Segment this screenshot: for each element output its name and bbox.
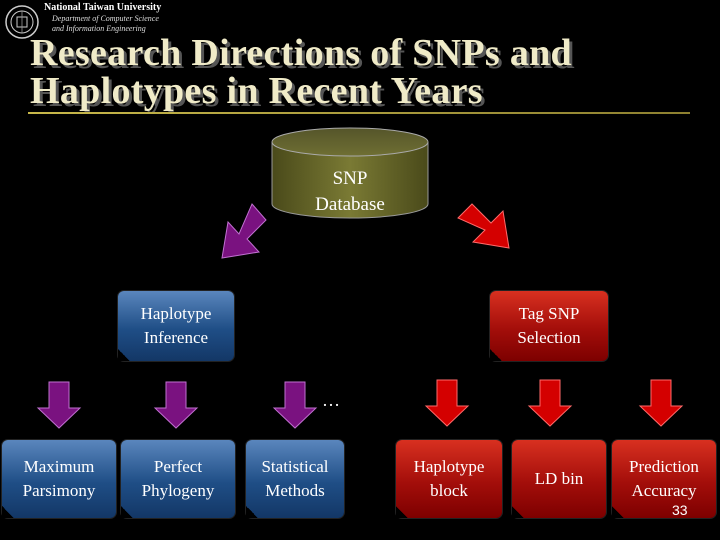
slide-title-line-2: Haplotypes in Recent Years [30, 70, 483, 112]
department-line-2: and Information Engineering [52, 24, 146, 33]
box-corner-fold [490, 349, 502, 361]
arrow-to-statistical-methods [272, 381, 318, 429]
statistical-methods-box: Statistical Methods [246, 440, 344, 518]
tag-snp-selection-line-1: Tag SNP [518, 304, 580, 323]
haplotype-block-line-2: block [430, 481, 468, 500]
haplotype-inference-box: Haplotype Inference [118, 291, 234, 361]
arrow-db-to-tag-snp-selection [457, 203, 510, 249]
snp-database-label-line-2: Database [315, 194, 385, 215]
title-underline [28, 112, 690, 114]
perfect-phylogeny-box: Perfect Phylogeny [121, 440, 235, 518]
box-corner-fold [121, 506, 133, 518]
box-corner-fold [512, 506, 524, 518]
ld-bin-box: LD bin [512, 440, 606, 518]
prediction-accuracy-box: Prediction Accuracy [612, 440, 716, 518]
box-corner-fold [396, 506, 408, 518]
arrow-to-ld-bin [527, 379, 573, 427]
page-number: 33 [672, 502, 688, 518]
tag-snp-selection-box: Tag SNP Selection [490, 291, 608, 361]
arrow-to-perfect-phylogeny [153, 381, 199, 429]
university-seal-icon [5, 5, 39, 39]
arrow-to-prediction-accuracy [638, 379, 684, 427]
ellipsis: … [322, 390, 340, 410]
haplotype-inference-line-1: Haplotype [140, 304, 212, 323]
box-corner-fold [2, 506, 14, 518]
haplotype-block-line-1: Haplotype [413, 457, 485, 476]
university-name: National Taiwan University [44, 2, 162, 13]
tag-snp-selection-line-2: Selection [517, 328, 581, 347]
prediction-accuracy-line-2: Accuracy [631, 481, 697, 500]
arrow-to-haplotype-block [424, 379, 470, 427]
ld-bin-line-1: LD bin [534, 469, 584, 488]
maximum-parsimony-box: Maximum Parsimony [2, 440, 116, 518]
arrow-to-maximum-parsimony [36, 381, 82, 429]
perfect-phylogeny-line-1: Perfect [153, 457, 203, 476]
haplotype-inference-line-2: Inference [143, 328, 209, 347]
maximum-parsimony-line-2: Parsimony [22, 481, 96, 500]
haplotype-block-box: Haplotype block [396, 440, 502, 518]
box-corner-fold [118, 349, 130, 361]
slide-title-line-1: Research Directions of SNPs and [30, 32, 572, 74]
box-corner-fold [612, 506, 624, 518]
arrow-db-to-haplotype-inference [221, 203, 267, 259]
statistical-methods-line-2: Methods [265, 481, 325, 500]
box-corner-fold [246, 506, 258, 518]
statistical-methods-line-1: Statistical [261, 457, 329, 476]
perfect-phylogeny-line-2: Phylogeny [141, 481, 215, 500]
snp-database-label-line-1: SNP [332, 168, 368, 189]
department-line-1: Department of Computer Science [52, 14, 159, 23]
snp-database-cylinder [271, 127, 429, 219]
snp-database-label: SNP Database [270, 166, 430, 218]
maximum-parsimony-line-1: Maximum [23, 457, 95, 476]
prediction-accuracy-line-1: Prediction [629, 457, 699, 476]
